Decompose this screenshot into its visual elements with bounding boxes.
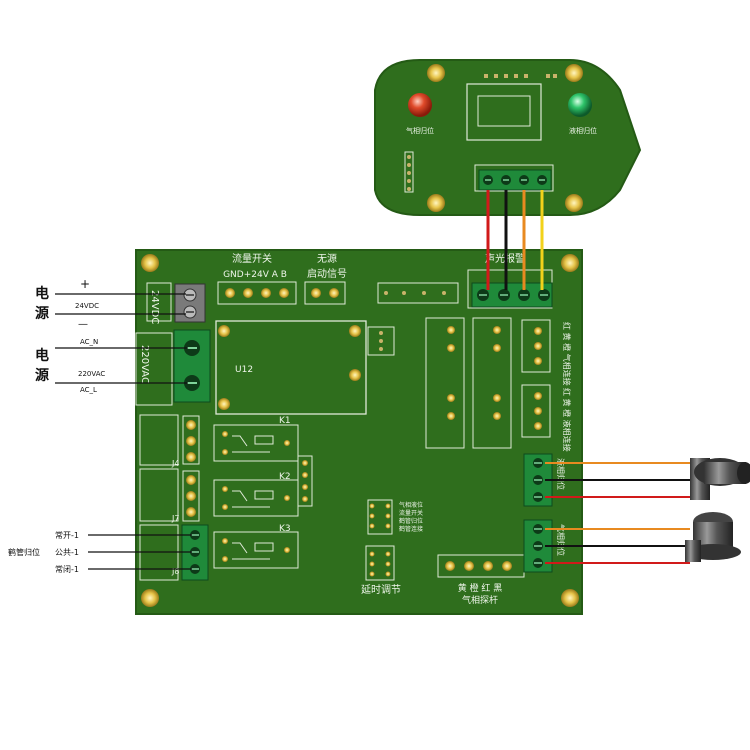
svg-text:鹤管连接: 鹤管连接 [399, 525, 423, 533]
mount-hole [141, 589, 159, 607]
top-right-label: 液相归位 [569, 126, 597, 135]
j8-terminal [181, 524, 209, 581]
start-signal-label: 启动信号 [307, 267, 347, 280]
ac-terminal: 220VAC [135, 329, 211, 406]
svg-text:流量开关: 流量开关 [399, 509, 423, 517]
dc-terminal: 24VDC [146, 282, 206, 324]
flow-pins-label: GND+24V A B [223, 270, 287, 280]
sensor-icon [685, 512, 741, 562]
svg-text:K3: K3 [279, 524, 291, 534]
main-pcb: 24VDC 220VAC 流量开关 GND+24V A B 无源 启动信号 [135, 249, 583, 615]
svg-text:24VDC: 24VDC [149, 290, 160, 324]
relay-k2: K2 [213, 472, 299, 517]
no-label: 常开-1 [55, 531, 79, 540]
svg-text:气相液位: 气相液位 [399, 501, 423, 509]
svg-text:液相归位: 液相归位 [556, 458, 566, 490]
svg-text:K2: K2 [279, 472, 291, 482]
passive-label: 无源 [317, 252, 337, 265]
power-ac-label-2: 源 [35, 367, 49, 384]
ac-n-label: AC_N [80, 338, 98, 346]
svg-text:K1: K1 [279, 416, 291, 426]
svg-text:J7: J7 [171, 514, 179, 523]
nc-label: 常闭-1 [55, 565, 79, 574]
plus-label: + [80, 277, 90, 291]
probe-label: 气相探杆 [462, 594, 498, 606]
wires [55, 190, 690, 570]
mount-hole [561, 589, 579, 607]
u12-module: U12 [215, 320, 367, 415]
relay-k3: K3 [213, 524, 299, 569]
svg-text:J4: J4 [171, 459, 179, 468]
top-pcb: 气相归位 液相归位 [374, 59, 642, 216]
green-led-icon [568, 93, 592, 117]
gas-conn-label: 红 黄 橙 气相连接 [562, 322, 572, 386]
mount-hole [427, 64, 445, 82]
mount-hole [565, 194, 583, 212]
mount-hole [561, 254, 579, 272]
svg-text:220VAC: 220VAC [139, 345, 150, 384]
liquid-conn-label: 红 黄 橙 液相连接 [562, 388, 572, 452]
sensor-icon [690, 458, 750, 500]
power-dc-label-1: 电 [35, 285, 49, 302]
mount-hole [565, 64, 583, 82]
dc-voltage-label: 24VDC [75, 302, 99, 310]
flow-switch-header [225, 288, 289, 298]
power-ac-label-1: 电 [35, 347, 49, 364]
com-label: 公共-1 [55, 548, 79, 557]
relay-k1: K1 [213, 416, 299, 462]
probe-colors-label: 黄 橙 红 黑 [458, 582, 503, 594]
top-terminal-block [478, 169, 552, 191]
ac-l-label: AC_L [80, 386, 97, 394]
j4-header [186, 420, 196, 517]
power-dc-label-2: 源 [35, 305, 49, 322]
svg-text:气相归位: 气相归位 [556, 524, 566, 556]
minus-label: — [78, 319, 88, 330]
svg-text:J8: J8 [171, 567, 179, 576]
svg-text:鹤管归位: 鹤管归位 [399, 517, 423, 525]
svg-text:U12: U12 [235, 365, 253, 375]
mount-hole [427, 194, 445, 212]
mount-hole [141, 254, 159, 272]
alarm-terminal [471, 282, 553, 308]
arm-group-label: 鹤管归位 [8, 547, 40, 557]
top-left-label: 气相归位 [406, 126, 434, 135]
red-led-icon [408, 93, 432, 117]
left-labels: 电 源 + 24VDC — 电 源 AC_N 220VAC AC_L 常开-1 … [8, 277, 105, 574]
flow-switch-label: 流量开关 [232, 252, 272, 265]
delay-label: 延时调节 [361, 584, 401, 596]
ac-voltage-label: 220VAC [78, 370, 105, 378]
